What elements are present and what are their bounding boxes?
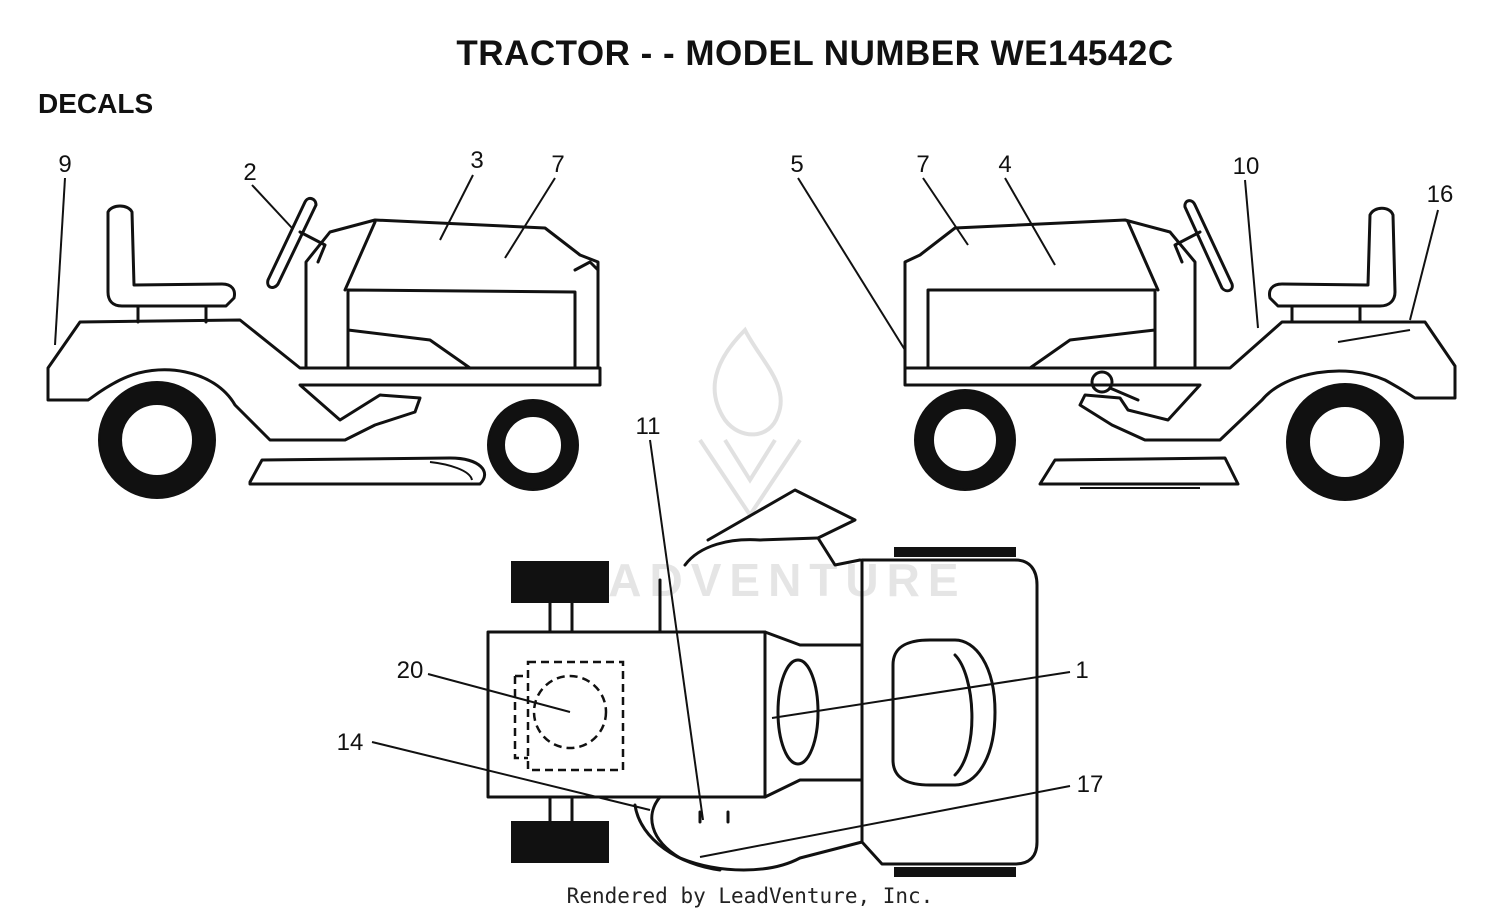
leader-lines: [54, 174, 1439, 858]
callout-14: 14: [337, 729, 364, 756]
callout-7-right: 7: [916, 151, 929, 178]
callout-9: 9: [58, 151, 71, 178]
callout-5: 5: [790, 151, 803, 178]
callout-16: 16: [1427, 181, 1454, 208]
callout-labels: 9 2 3 7 5 7 4 10 16 11 20 1 14 17: [58, 147, 1453, 798]
callout-17: 17: [1077, 771, 1104, 798]
callout-10: 10: [1233, 153, 1260, 180]
tractor-left-side-view: [46, 196, 602, 499]
tractor-top-view: [486, 488, 1039, 877]
callout-11: 11: [636, 413, 661, 440]
callout-20: 20: [397, 657, 424, 684]
callout-2: 2: [243, 159, 256, 186]
callout-7-left: 7: [551, 151, 564, 178]
callout-3: 3: [470, 147, 483, 174]
tractor-right-side-view: [903, 199, 1457, 501]
section-heading: DECALS: [38, 88, 154, 119]
callout-4: 4: [998, 151, 1011, 178]
page-title: TRACTOR - - MODEL NUMBER WE14542C: [456, 34, 1174, 73]
callout-1: 1: [1075, 657, 1088, 684]
footer-credit: Rendered by LeadVenture, Inc.: [566, 884, 934, 908]
